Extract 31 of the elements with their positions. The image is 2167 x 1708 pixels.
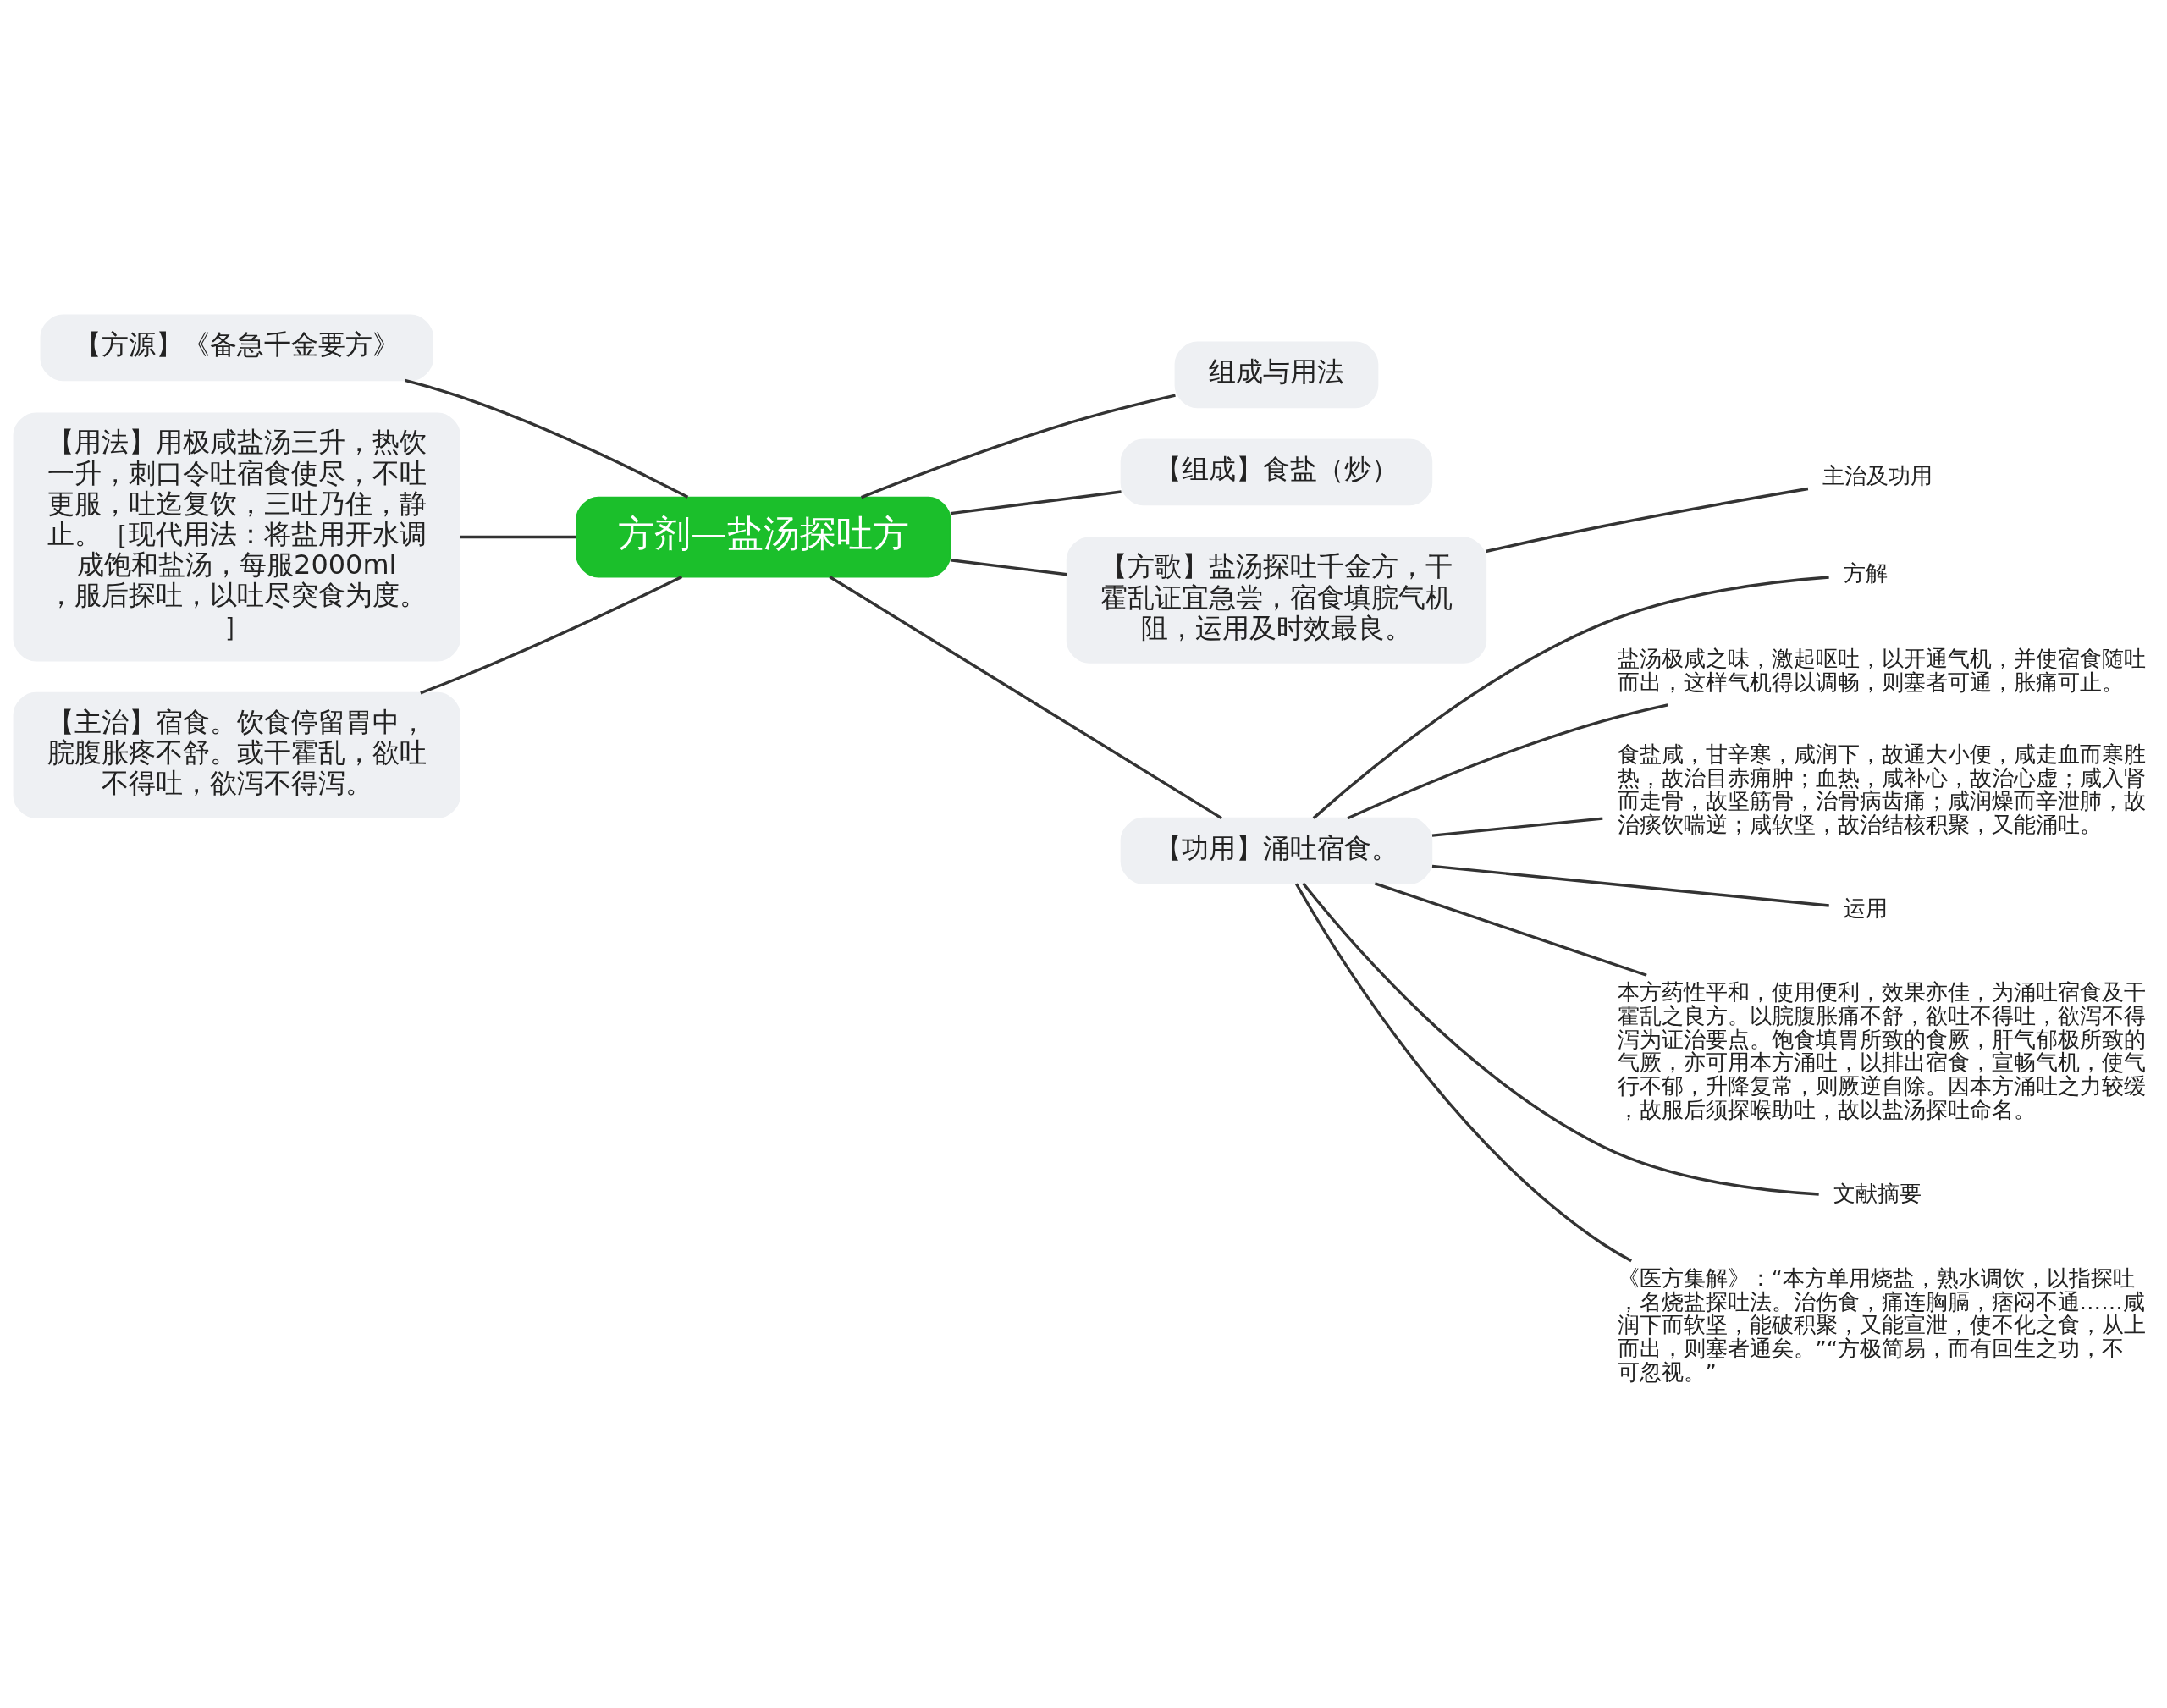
connector	[1485, 487, 1809, 554]
node-text: 食盐咸，甘辛寒，咸润下，故通大小便，咸走血而寒胜热，故治目赤痈肿；血热，咸补心，故治心虚；咸入肾而走骨，故坚筋骨，治骨病齿痛；咸润燥而辛泄肺，故治痰饮喘逆；咸软坚，故治结核积聚，又能涌吐。	[1617, 741, 2146, 838]
connector	[860, 394, 1176, 499]
connector	[1431, 817, 1603, 837]
node-box: 【方歌】盐汤探吐千金方，干霍乱证宜急尝，宿食填脘气机阻，运用及时效最良。	[1066, 537, 1487, 664]
connector	[829, 576, 1222, 820]
connector	[950, 490, 1122, 515]
connector	[420, 576, 683, 695]
node-box: 【方源】《备急千金要方》	[40, 314, 433, 382]
connector	[1294, 883, 1632, 1263]
connector	[1347, 703, 1668, 820]
node-box: 【主治】宿食。饮食停留胃中，脘腹胀疼不舒。或干霍乱，欲吐不得吐，欲泻不得泻。	[13, 691, 460, 818]
node-box: 【用法】用极咸盐汤三升，热饮一升，刺口令吐宿食使尽，不吐更服，吐迄复饮，三吐乃住，静止。［现代用法：将盐用开水调成饱和盐汤，每服2000ml，服后探吐，以吐尽突食为度。］	[13, 412, 460, 662]
connector	[1431, 864, 1829, 907]
node-box: 【组成】食盐（炒）	[1120, 438, 1433, 506]
node-text: 方解	[1843, 559, 1888, 586]
node-text: 盐汤极咸之味，激起呕吐，以开通气机，并使宿食随吐而出，这样气机得以调畅，则塞者可通，胀痛可止。	[1617, 646, 2146, 695]
node-box: 组成与用法	[1174, 341, 1379, 409]
connector	[1302, 882, 1819, 1196]
connector	[460, 535, 576, 539]
node-box: 【功用】涌吐宿食。	[1120, 817, 1433, 884]
node-text: 文献摘要	[1833, 1180, 1922, 1206]
node-text: 主治及功用	[1822, 462, 1933, 488]
connector	[404, 378, 689, 499]
node-text: 运用	[1843, 895, 1888, 922]
connector	[950, 559, 1067, 576]
connector	[1312, 576, 1829, 819]
node-box: 方剂—盐汤探吐方	[576, 496, 951, 578]
connector	[1374, 882, 1647, 977]
node-text: 《医方集解》：“本方单用烧盐，熟水调饮，以指探吐，名烧盐探吐法。治伤食，痛连胸膈，痞闷不通……咸润下而软坚，能破积聚，又能宣泄，使不化之食，从上而出，则塞者通矣。”“方极简易，而有回生之功，不可忽视。”	[1617, 1264, 2146, 1385]
node-text: 本方药性平和，使用便利，效果亦佳，为涌吐宿食及干霍乱之良方。以脘腹胀痛不舒，欲吐不得吐，欲泻不得泻为证治要点。饱食填胃所致的食厥，肝气郁极所致的气厥，亦可用本方涌吐，以排出宿食，宣畅气机，使气行不郁，升降复常，则厥逆自除。因本方涌吐之力较缓，故服后须探喉助吐，故以盐汤探吐命名。	[1617, 979, 2146, 1122]
